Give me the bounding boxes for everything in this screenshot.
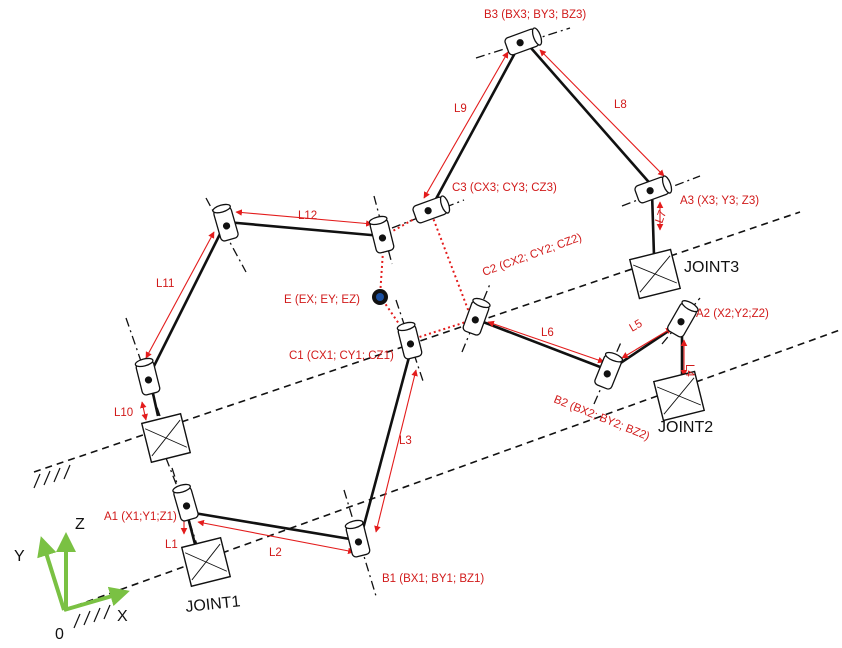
label-axis-z: Z <box>75 516 85 533</box>
label-a1: A1 (X1;Y1;Z1) <box>104 511 177 523</box>
link-top-left-side <box>146 221 228 379</box>
measure-l9 <box>423 51 509 199</box>
end-effector-point <box>372 289 388 305</box>
label-c3: C3 (CX3; CY3; CZ3) <box>452 182 557 194</box>
label-l12: L12 <box>298 210 317 222</box>
link-top-left-upper <box>225 220 383 238</box>
label-l10: L10 <box>114 407 133 419</box>
label-l11: L11 <box>156 278 174 290</box>
x-axis-arrow <box>63 586 130 612</box>
joint-left-box <box>140 412 192 464</box>
label-origin: 0 <box>55 626 64 643</box>
measure-l10 <box>140 401 148 421</box>
joint-b1 <box>344 519 371 558</box>
label-joint3: JOINT3 <box>684 259 739 276</box>
platform-c3-upper <box>383 209 431 237</box>
ground-hatch-bottom <box>73 604 111 629</box>
label-b2: B2 (BX2; BY2; BZ2) <box>552 394 651 443</box>
platform-e-c1 <box>379 295 411 341</box>
axis-b3 <box>475 27 571 59</box>
joint-b3 <box>504 27 543 56</box>
label-l7: L7 <box>654 209 670 225</box>
label-l5: L5 <box>628 318 645 335</box>
platform-c1-c2 <box>409 319 473 341</box>
rail-joint1 <box>63 329 841 611</box>
axis-b2 <box>593 339 623 405</box>
link-a3-joint3 <box>650 191 656 257</box>
label-b3: B3 (BX3; BY3; BZ3) <box>484 9 586 21</box>
coordinate-frame <box>37 532 130 612</box>
label-l9: L9 <box>454 103 467 115</box>
joint1-box <box>180 536 232 588</box>
axis-c2 <box>461 283 491 353</box>
label-c2: C2 (CX2; CY2; CZ2) <box>481 232 584 279</box>
label-l2: L2 <box>269 547 282 559</box>
label-joint2: JOINT2 <box>658 419 713 436</box>
axis-e-upper <box>373 195 393 265</box>
label-e: E (EX; EY; EZ) <box>284 294 360 306</box>
measure-l2 <box>197 519 355 555</box>
label-l6: L6 <box>541 327 554 339</box>
y-axis-arrow <box>37 536 66 611</box>
ground-hatch-left <box>33 464 71 489</box>
joint-left-top <box>212 203 239 242</box>
joint-upper-platform <box>368 215 395 254</box>
label-axis-y: Y <box>14 548 25 565</box>
label-a3: A3 (X3; Y3; Z3) <box>680 195 759 207</box>
label-c1: C1 (CX1; CY1; CZ1) <box>289 350 394 362</box>
measure-l11 <box>145 231 215 359</box>
joint-left-mid <box>134 357 161 396</box>
measure-l5 <box>621 327 673 359</box>
measure-l12 <box>235 209 373 227</box>
measure-l3 <box>374 369 418 533</box>
joint2-box <box>652 370 706 422</box>
label-a2: A2 (X2;Y2;Z2) <box>696 308 769 320</box>
label-l8: L8 <box>614 99 627 111</box>
joint-a1 <box>172 483 199 522</box>
label-joint1: JOINT1 <box>185 593 242 616</box>
label-b1: B1 (BX1; BY1; BZ1) <box>382 573 484 585</box>
link-a3-b3 <box>523 39 655 189</box>
label-axis-x: X <box>117 608 128 625</box>
platform-c3-c2 <box>429 209 473 321</box>
label-l4: L4 <box>683 364 695 377</box>
joint-a2 <box>667 300 699 338</box>
measure-l6 <box>487 320 605 364</box>
joint-a3 <box>634 175 673 204</box>
joint-c3 <box>412 195 451 224</box>
joint-b2 <box>594 351 624 390</box>
label-l3: L3 <box>399 435 412 447</box>
joint3-box <box>628 248 682 300</box>
measure-l8 <box>539 49 665 177</box>
label-l1: L1 <box>165 539 178 551</box>
joint-c1 <box>396 321 423 360</box>
joint-c2 <box>462 297 491 336</box>
